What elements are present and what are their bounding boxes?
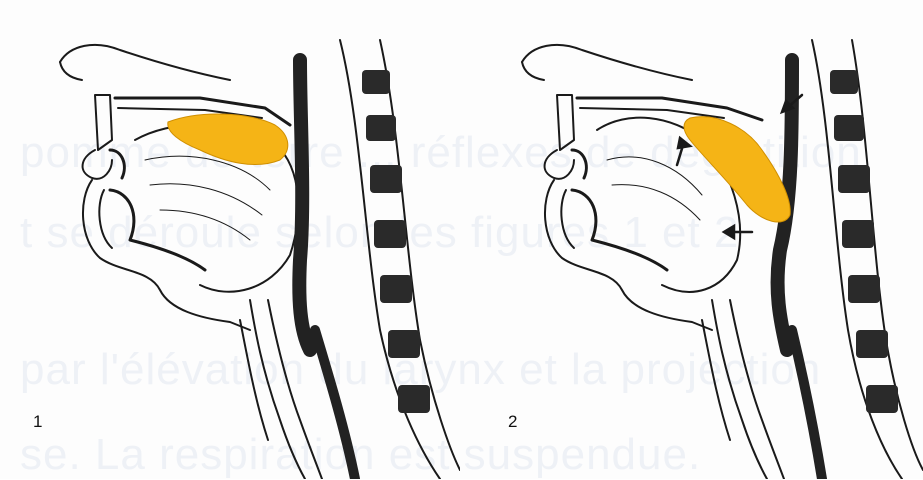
arrow-icon: [724, 226, 752, 238]
chin-outline: [545, 180, 712, 330]
esophagus: [792, 330, 822, 479]
vertebra: [370, 165, 402, 193]
vertebra: [856, 330, 888, 358]
vertebra: [398, 385, 430, 413]
anatomy-drawing-1: [0, 0, 460, 479]
food-bolus: [168, 114, 288, 164]
arrow-icon: [677, 138, 690, 165]
pharynx: [299, 60, 310, 350]
vertebra: [366, 115, 396, 141]
mandible: [572, 190, 667, 270]
spine-outline: [812, 40, 902, 479]
vertebra: [834, 115, 864, 141]
panel-number-1: 1: [33, 412, 42, 432]
vertebra: [848, 275, 880, 303]
vertebrae: [830, 70, 898, 413]
trachea: [712, 300, 767, 479]
vertebra: [388, 330, 420, 358]
esophagus: [315, 330, 355, 479]
spine-outline: [340, 40, 440, 479]
anatomy-drawing-2: [462, 0, 923, 479]
nose-outline: [522, 45, 692, 80]
panel-1: 1: [0, 0, 460, 479]
vertebra: [830, 70, 858, 94]
panel-number-2: 2: [508, 412, 517, 432]
chin-outline: [83, 180, 250, 330]
vertebra: [842, 220, 874, 248]
vertebrae: [362, 70, 430, 413]
panel-2: 2: [462, 0, 923, 479]
vertebra: [362, 70, 390, 94]
mandible: [110, 190, 205, 270]
vertebra: [866, 385, 898, 413]
vertebra: [838, 165, 870, 193]
vertebra: [374, 220, 406, 248]
vertebra: [380, 275, 412, 303]
nose-outline: [60, 45, 230, 80]
